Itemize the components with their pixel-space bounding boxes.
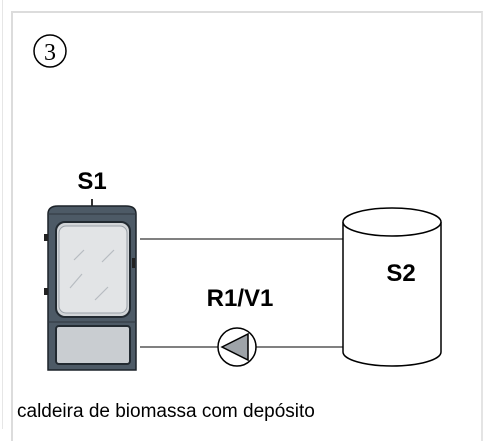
pump-label: R1/V1 [207,285,274,312]
boiler-window-glass [58,225,128,314]
step-number-text: 3 [44,40,56,66]
boiler-hinge-bottom [44,288,48,295]
step-number-badge: 3 [33,34,67,68]
tank-label: S2 [386,260,415,287]
circulation-pump: R1/V1 [207,285,274,367]
glass-reflection-marks [69,249,115,301]
boiler-door-handle [132,258,135,268]
boiler-ash-door [55,325,131,365]
diagram-caption: caldeira de biomassa com depósito [17,401,315,422]
storage-tank: S2 [342,207,442,367]
diagram-panel [11,11,483,441]
biomass-boiler: S1 [44,168,137,371]
step-number-circle [33,34,67,68]
tank-top [342,207,442,237]
outer-frame-line [2,0,3,429]
hydraulic-diagram: 3 S1 S2 R1/V1 [33,34,442,371]
tank-body [342,222,442,367]
boiler-hinge-top [44,234,48,241]
boiler-label: S1 [77,168,106,195]
pump-direction-arrow [220,332,249,362]
